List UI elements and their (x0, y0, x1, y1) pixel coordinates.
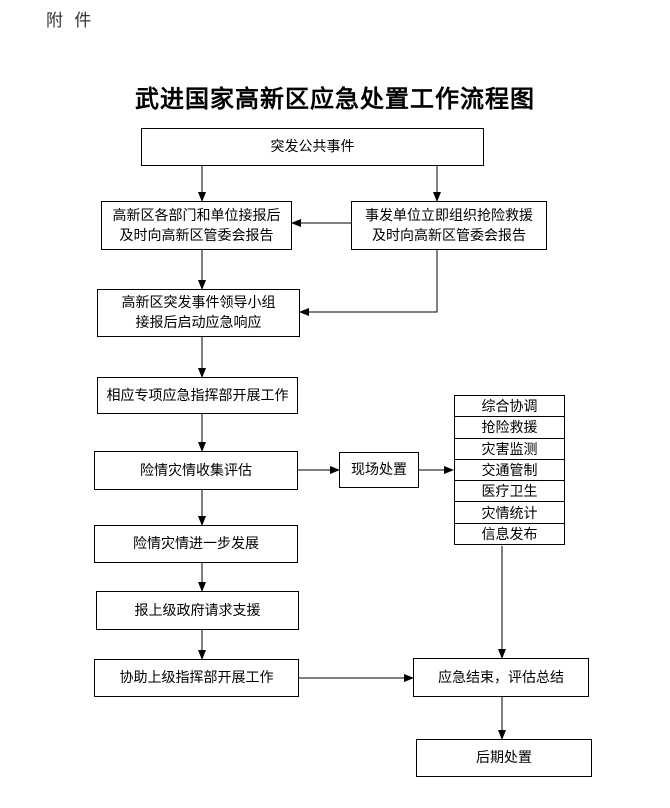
onsite-task: 灾情统计 (455, 502, 564, 524)
onsite-task: 综合协调 (455, 396, 564, 418)
node-leading-group-line-1: 高新区突发事件领导小组 (121, 295, 276, 311)
onsite-task: 信息发布 (481, 526, 538, 543)
node-develop-label: 险情灾情进一步发展 (133, 536, 259, 552)
node-collect-assess: 险情灾情收集评估 (94, 451, 298, 490)
node-end-assess: 应急结束，评估总结 (413, 658, 589, 697)
onsite-task: 交通管制 (455, 460, 564, 482)
node-collect-assess-label: 险情灾情收集评估 (140, 462, 252, 479)
node-command-center: 相应专项应急指挥部开展工作 (97, 377, 298, 414)
node-develop: 险情灾情进一步发展 (94, 525, 298, 563)
node-leading-group: 高新区突发事件领导小组 接报后启动应急响应 (97, 289, 300, 337)
onsite-task: 医疗卫生 (455, 481, 564, 503)
node-onsite-label: 现场处置 (351, 462, 407, 478)
node-incident: 突发公共事件 (141, 128, 484, 166)
node-onsite: 现场处置 (339, 452, 419, 488)
node-unit-rescue-line-1: 事发单位立即组织抢险救援 (365, 207, 533, 224)
onsite-task: 灾害监测 (455, 439, 564, 460)
node-aftermath-label: 后期处置 (476, 750, 532, 766)
node-leading-group-line-2: 接报后启动应急响应 (135, 315, 262, 331)
arrow-unit-to-leading (299, 250, 438, 316)
onsite-task: 抢险救援 (455, 417, 564, 439)
node-assist-superior-label: 协助上级指挥部开展工作 (119, 670, 274, 686)
node-command-center-label: 相应专项应急指挥部开展工作 (106, 387, 289, 404)
node-departments-report-line-2: 及时向高新区管委会报告 (119, 227, 274, 244)
page-title: 武进国家高新区应急处置工作流程图 (135, 84, 535, 113)
node-aftermath: 后期处置 (416, 739, 592, 777)
node-request-support-label: 报上级政府请求支援 (134, 602, 261, 619)
node-incident-label: 突发公共事件 (270, 139, 355, 155)
node-end-assess-label: 应急结束，评估总结 (438, 669, 564, 686)
node-assist-superior: 协助上级指挥部开展工作 (94, 659, 299, 697)
node-unit-rescue-line-2: 及时向高新区管委会报告 (372, 227, 526, 244)
node-request-support: 报上级政府请求支援 (96, 591, 299, 630)
attachment-label: 附 件 (46, 11, 95, 31)
node-departments-report: 高新区各部门和单位接报后 及时向高新区管委会报告 (101, 201, 292, 250)
node-departments-report-line-1: 高新区各部门和单位接报后 (112, 207, 281, 224)
node-unit-rescue: 事发单位立即组织抢险救援 及时向高新区管委会报告 (351, 201, 547, 250)
onsite-task-list: 综合协调 抢险救援 灾害监测 交通管制 医疗卫生 灾情统计 信息发布 (454, 395, 565, 545)
